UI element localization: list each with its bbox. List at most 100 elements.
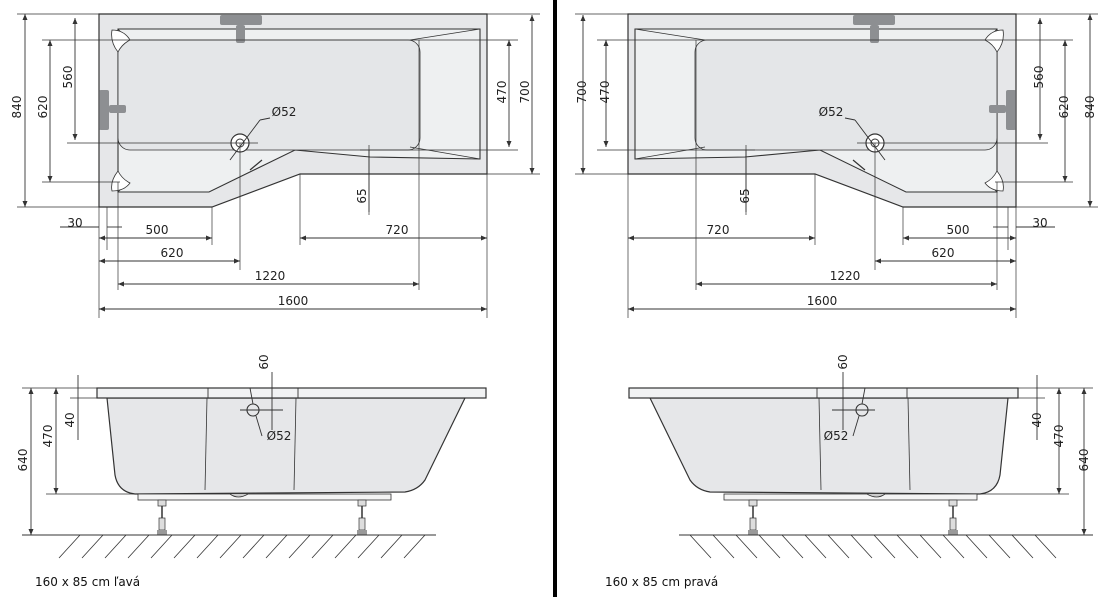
tub-body-side bbox=[106, 397, 466, 495]
overflow-leader-2 bbox=[255, 415, 263, 437]
floor-hatch bbox=[81, 534, 104, 559]
drain-diameter-label: Ø52 bbox=[272, 105, 297, 119]
dim-label-1220: 1220 bbox=[255, 269, 286, 283]
floor-hatch bbox=[334, 534, 357, 559]
tub-rim-side bbox=[628, 387, 1019, 399]
floor-hatch bbox=[127, 534, 150, 559]
drain-leader-tail bbox=[844, 117, 856, 121]
dim-label-1220: 1220 bbox=[830, 269, 861, 283]
leg-top bbox=[948, 499, 958, 507]
dim-label-620: 620 bbox=[161, 246, 184, 260]
drain-diameter-label: Ø52 bbox=[819, 105, 844, 119]
leg-body bbox=[158, 517, 166, 531]
dim-label-30: 30 bbox=[67, 216, 82, 230]
leg-body bbox=[949, 517, 957, 531]
floor-hatch bbox=[919, 534, 942, 559]
floor-hatch bbox=[1034, 534, 1057, 559]
shower-screen-mark bbox=[249, 159, 263, 171]
floor-hatch bbox=[265, 534, 288, 559]
floor-hatch bbox=[827, 534, 850, 559]
tub-corner-radius bbox=[111, 29, 131, 192]
side-dim-label-60: 60 bbox=[836, 354, 850, 369]
waste-outlet bbox=[866, 493, 886, 498]
tub-corner-lines bbox=[117, 28, 481, 193]
side-dim-label-40: 40 bbox=[63, 412, 77, 427]
overflow-leader bbox=[861, 387, 866, 405]
waste-outlet bbox=[229, 493, 249, 498]
floor-hatch bbox=[173, 534, 196, 559]
tub-body-side bbox=[649, 397, 1009, 495]
side-dim-label-470: 470 bbox=[1052, 425, 1066, 448]
faucet-side-body bbox=[1006, 90, 1016, 130]
dim-label-500: 500 bbox=[947, 223, 970, 237]
floor-hatch bbox=[873, 534, 896, 559]
faucet-top-spout bbox=[870, 25, 879, 43]
floor-hatch bbox=[357, 534, 380, 559]
leg-foot bbox=[157, 530, 167, 535]
floor-hatch bbox=[781, 534, 804, 559]
dim-label-30: 30 bbox=[1032, 216, 1047, 230]
tub-rim-side bbox=[96, 387, 487, 399]
dim-label-1600: 1600 bbox=[807, 294, 838, 308]
floor-hatch bbox=[403, 534, 426, 559]
floor-hatch bbox=[104, 534, 127, 559]
panel-divider bbox=[553, 0, 557, 597]
dim-label-620: 620 bbox=[36, 96, 50, 119]
dim-label-620: 620 bbox=[932, 246, 955, 260]
floor-hatch bbox=[196, 534, 219, 559]
dim-label-560: 560 bbox=[1032, 66, 1046, 89]
overflow-diameter-label: Ø52 bbox=[267, 429, 292, 443]
overflow-diameter-label: Ø52 bbox=[824, 429, 849, 443]
caption-left: 160 x 85 cm ľavá bbox=[35, 575, 141, 589]
leg-foot bbox=[948, 530, 958, 535]
dim-label-840: 840 bbox=[1083, 96, 1097, 119]
leg-top bbox=[748, 499, 758, 507]
caption-right: 160 x 85 cm pravá bbox=[605, 575, 719, 589]
leg-top bbox=[157, 499, 167, 507]
floor-hatch bbox=[58, 534, 81, 559]
dim-label-1600: 1600 bbox=[278, 294, 309, 308]
tub-corner-lines bbox=[634, 28, 998, 193]
dim-label-720: 720 bbox=[386, 223, 409, 237]
floor-hatch bbox=[219, 534, 242, 559]
overflow-leader-2 bbox=[852, 415, 860, 437]
faucet-side-spout bbox=[989, 105, 1006, 113]
shower-screen-mark bbox=[852, 159, 866, 171]
leg-foot bbox=[748, 530, 758, 535]
panel-right-labels: 305006201220160072084062056047070065Ø526… bbox=[575, 66, 1097, 472]
side-dim-label-640: 640 bbox=[1077, 449, 1091, 472]
leg-foot bbox=[357, 530, 367, 535]
panel-right-geometry bbox=[575, 13, 1098, 559]
floor-hatch bbox=[804, 534, 827, 559]
dim-label-840: 840 bbox=[10, 96, 24, 119]
leg-body bbox=[749, 517, 757, 531]
tub-basin-floor bbox=[694, 39, 998, 151]
dim-label-470: 470 bbox=[598, 81, 612, 104]
faucet-top-spout bbox=[236, 25, 245, 43]
floor-hatch bbox=[896, 534, 919, 559]
panel-line bbox=[293, 397, 297, 491]
floor-hatch bbox=[758, 534, 781, 559]
dim-label-700: 700 bbox=[518, 81, 532, 104]
dim-label-500: 500 bbox=[146, 223, 169, 237]
side-dim-label-640: 640 bbox=[16, 449, 30, 472]
dim-label-620: 620 bbox=[1057, 96, 1071, 119]
faucet-top-body bbox=[220, 15, 262, 25]
tub-basin-floor bbox=[117, 39, 421, 151]
panel-line bbox=[907, 397, 911, 491]
drain-leader-tail bbox=[259, 117, 271, 121]
dim-label-560: 560 bbox=[61, 66, 75, 89]
dim-label-700: 700 bbox=[575, 81, 589, 104]
floor-hatch bbox=[150, 534, 173, 559]
faucet-top-body bbox=[853, 15, 895, 25]
side-dim-label-60: 60 bbox=[257, 354, 271, 369]
floor-hatch bbox=[288, 534, 311, 559]
floor-hatch bbox=[380, 534, 403, 559]
tub-corner-radius bbox=[984, 29, 1004, 192]
side-dim-label-470: 470 bbox=[41, 425, 55, 448]
floor-hatch bbox=[735, 534, 758, 559]
dim-label-720: 720 bbox=[707, 223, 730, 237]
faucet-side-spout bbox=[109, 105, 126, 113]
